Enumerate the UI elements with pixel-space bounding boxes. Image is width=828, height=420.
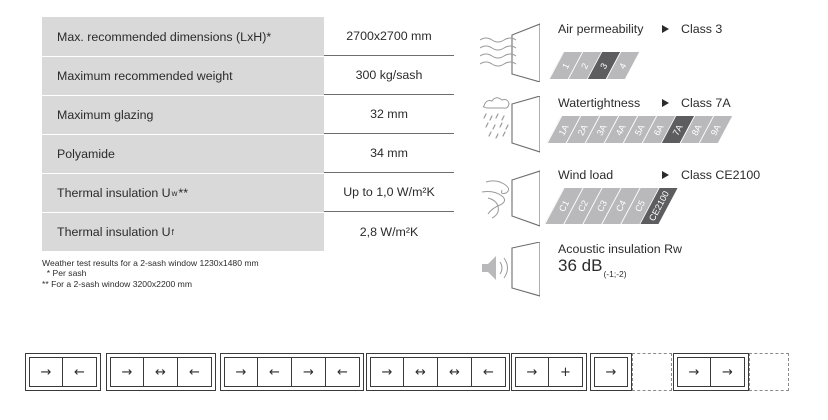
acoustic-value: 36 dB(-1;-2) xyxy=(558,256,627,279)
arrow-right-icon xyxy=(662,171,669,179)
spec-value: 2700x2700 mm xyxy=(324,17,454,56)
arrow-right-icon xyxy=(662,25,669,33)
footnote: ** For a 2-sash window 3200x2200 mm xyxy=(42,278,192,289)
air-permeability-class: Class 3 xyxy=(681,22,723,36)
spec-label-suffix: ** xyxy=(178,186,189,200)
spec-row-dimensions: Max. recommended dimensions (LxH)* 2700x… xyxy=(42,17,454,56)
sash-opening-arrow: ← xyxy=(472,357,506,387)
sash-opening-arrow: ↔ xyxy=(404,357,438,387)
sash-opening-arrow: → xyxy=(292,357,326,387)
sash-opening-arrow: ← xyxy=(326,357,360,387)
wind-load-icon xyxy=(481,170,540,227)
air-permeability-title: Air permeability xyxy=(558,22,644,36)
sash-opening-arrow: → xyxy=(110,357,144,387)
arrow-right-icon xyxy=(662,99,669,107)
scale-segment-label: 4 xyxy=(617,60,629,71)
acoustic-block: Acoustic insulation Rw 36 dB(-1;-2) xyxy=(470,242,810,302)
watertightness-title-line: Watertightness Class 7A xyxy=(558,96,731,110)
sash-opening-arrow: → xyxy=(711,357,745,387)
spec-label-subscript: w xyxy=(171,188,178,198)
watertightness-title: Watertightness xyxy=(558,96,641,110)
spec-row-weight: Maximum recommended weight 300 kg/sash xyxy=(42,56,454,95)
spec-value: 32 mm xyxy=(324,95,454,134)
wind-load-title: Wind load xyxy=(558,168,614,182)
watertightness-class: Class 7A xyxy=(681,96,731,110)
sash-configuration: →+ xyxy=(511,353,587,391)
spec-label: Max. recommended dimensions (LxH)* xyxy=(42,17,324,56)
footnotes: Weather test results for a 2-sash window… xyxy=(42,258,259,289)
air-permeability-icon xyxy=(479,23,540,82)
spec-label-subscript: f xyxy=(171,227,174,237)
sash-opening-arrow: + xyxy=(549,357,583,387)
sash-configuration: →←→← xyxy=(220,353,364,391)
spec-value: 300 kg/sash xyxy=(324,56,454,95)
sash-opening-arrow: ← xyxy=(178,357,212,387)
spec-label: Maximum glazing xyxy=(42,95,324,134)
speaker-icon xyxy=(482,242,540,297)
spec-value: 2,8 W/m²K xyxy=(359,224,419,239)
scale-segment-label: 2 xyxy=(579,60,591,71)
fixed-panel xyxy=(749,353,789,391)
sash-configuration: →↔↔← xyxy=(366,353,510,391)
acoustic-value-subscript: (-1;-2) xyxy=(603,269,627,279)
footnote: * Per sash xyxy=(42,268,87,279)
footnote: Weather test results for a 2-sash window… xyxy=(42,258,259,268)
spec-label: Polyamide xyxy=(42,134,324,173)
fixed-panel xyxy=(632,353,672,391)
sash-configuration: → xyxy=(590,353,632,391)
sash-opening-arrow: → xyxy=(370,357,404,387)
sash-opening-arrow: → xyxy=(29,357,63,387)
sash-opening-arrow: ← xyxy=(258,357,292,387)
scale-segment-label: 3 xyxy=(598,60,610,71)
acoustic-title-line: Acoustic insulation Rw xyxy=(558,242,682,256)
spec-value: Up to 1,0 W/m²K xyxy=(324,173,454,212)
spec-row-polyamide: Polyamide 34 mm xyxy=(42,134,454,173)
sash-opening-arrow: → xyxy=(515,357,549,387)
scale-segment-label: 9A xyxy=(708,122,724,137)
watertightness-icon xyxy=(482,96,540,153)
spec-row-glazing: Maximum glazing 32 mm xyxy=(42,95,454,134)
scale-segment-label: 1 xyxy=(560,60,572,71)
acoustic-title: Acoustic insulation Rw xyxy=(558,242,682,256)
wind-load-title-line: Wind load Class CE2100 xyxy=(558,168,760,182)
sash-opening-arrow: ↔ xyxy=(144,357,178,387)
sash-configuration: →→ xyxy=(673,353,749,391)
spec-table: Max. recommended dimensions (LxH)* 2700x… xyxy=(42,17,454,251)
sash-opening-arrow: → xyxy=(594,357,628,387)
air-permeability-title-line: Air permeability Class 3 xyxy=(558,22,722,36)
spec-label-main: Thermal insulation U xyxy=(57,225,171,239)
sash-opening-arrow: → xyxy=(224,357,258,387)
sash-opening-arrow: → xyxy=(677,357,711,387)
sash-opening-arrow: ↔ xyxy=(438,357,472,387)
spec-label: Maximum recommended weight xyxy=(42,56,324,95)
acoustic-value-main: 36 dB xyxy=(558,256,603,275)
wind-load-class: Class CE2100 xyxy=(681,168,761,182)
sash-configuration: →← xyxy=(25,353,101,391)
spec-value: 34 mm xyxy=(324,134,454,173)
sash-opening-arrow: ← xyxy=(63,357,97,387)
sash-configuration: →↔← xyxy=(106,353,216,391)
spec-label-main: Thermal insulation U xyxy=(57,186,171,200)
